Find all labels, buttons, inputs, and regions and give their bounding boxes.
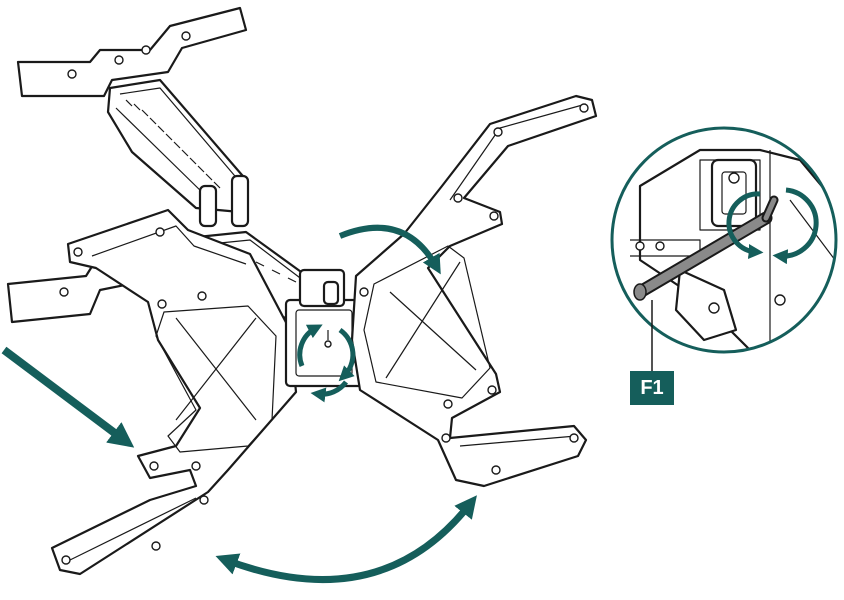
curved-arrow-icon bbox=[338, 224, 441, 275]
rotate-icon bbox=[297, 324, 356, 403]
upper-arm bbox=[106, 78, 250, 228]
detail-inset bbox=[610, 126, 838, 354]
left-tv-bracket bbox=[50, 208, 298, 576]
right-tv-bracket bbox=[350, 94, 598, 488]
arrow-right-down-icon bbox=[1, 346, 135, 448]
allen-key-icon bbox=[633, 195, 779, 301]
curved-double-arrow-icon bbox=[215, 495, 477, 584]
callout-label-f1: F1 bbox=[630, 371, 674, 405]
wall-bracket-upper bbox=[16, 6, 248, 98]
